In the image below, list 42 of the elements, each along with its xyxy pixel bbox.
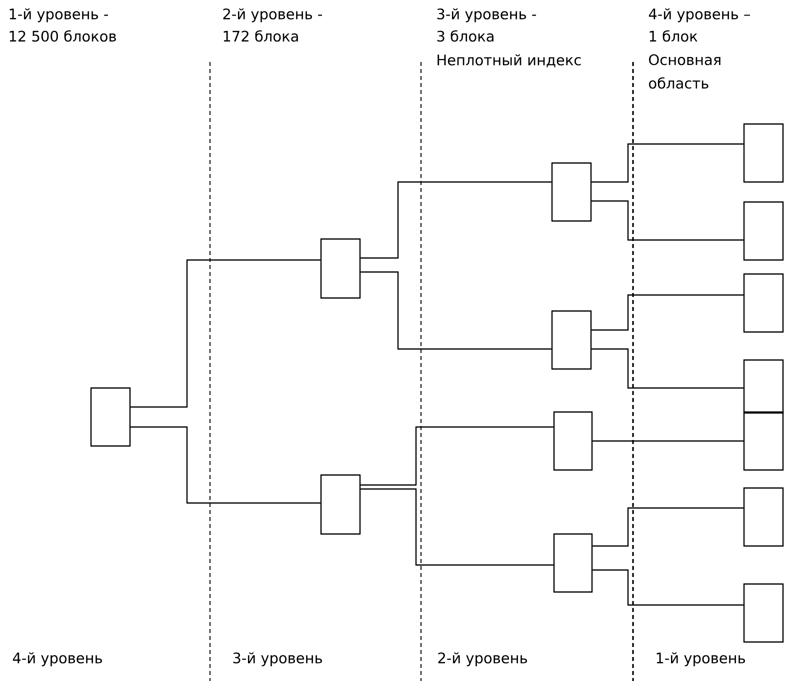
block-box	[90, 387, 131, 447]
connector-line	[360, 426, 554, 486]
connector-line	[592, 507, 744, 547]
block-box	[551, 162, 592, 222]
block-box	[743, 359, 784, 414]
level-label: 172 блока	[224, 30, 298, 42]
connector-line	[130, 426, 320, 504]
block-box	[553, 411, 593, 471]
level-label: Неплотный индекс	[438, 54, 581, 68]
connector-line	[360, 181, 552, 259]
level-label: 1-й уровень	[656, 652, 745, 666]
connector-line	[592, 294, 744, 331]
connector-line	[592, 348, 744, 389]
connector-line	[360, 271, 552, 350]
level-label: 2-й уровень	[438, 652, 527, 666]
block-box	[743, 487, 784, 547]
connector-line	[592, 440, 744, 442]
level-label: 3 блока	[437, 30, 494, 42]
block-box	[553, 533, 593, 593]
block-box	[320, 238, 361, 299]
level-label: 4-й уровень	[12, 652, 102, 666]
block-box	[743, 123, 784, 183]
connector-line	[360, 488, 554, 566]
level-label: 3-й уровень	[233, 652, 322, 666]
level-label: 1 блок	[650, 30, 698, 42]
connector-line	[130, 259, 320, 408]
block-box	[320, 474, 361, 535]
level-label: 3-й уровень -	[437, 8, 536, 22]
level-label: 1-й уровень -	[10, 8, 108, 22]
level-label: 12 500 блоков	[10, 30, 116, 42]
connector-line	[592, 143, 744, 183]
connector-line	[592, 200, 744, 241]
level-label: область	[649, 77, 708, 89]
block-box	[743, 411, 784, 471]
connector-line	[592, 569, 744, 606]
block-box	[743, 273, 784, 333]
block-box	[551, 310, 592, 370]
level-label: Основная	[649, 54, 720, 66]
level-label: 4-й уровень –	[648, 8, 750, 22]
block-box	[743, 201, 784, 261]
block-box	[743, 583, 784, 643]
level-label: 2-й уровень -	[223, 8, 322, 22]
